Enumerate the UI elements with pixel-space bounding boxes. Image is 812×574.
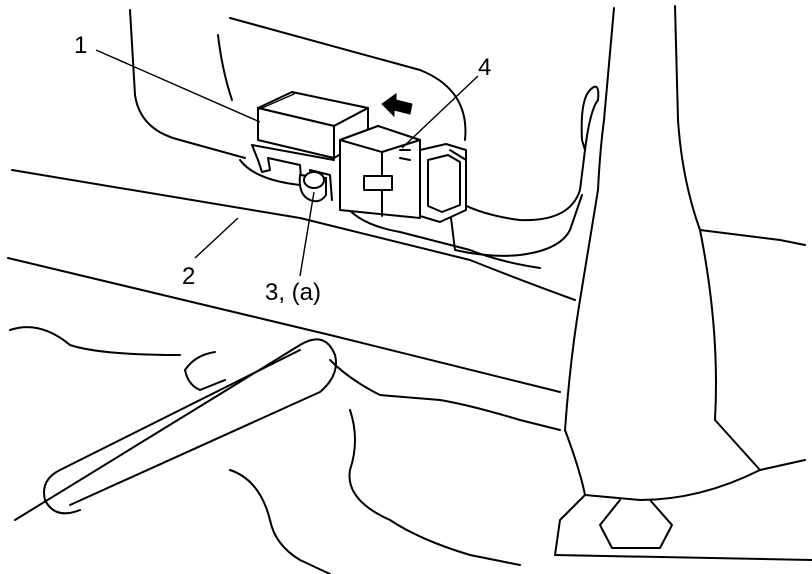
vertical-post	[554, 5, 812, 561]
leader-4	[401, 75, 479, 149]
callout-4: 4	[478, 54, 491, 81]
leader-2	[194, 217, 239, 259]
leader-lines	[95, 49, 479, 277]
leader-3	[299, 191, 315, 277]
frame-member	[7, 169, 576, 393]
lower-panel	[9, 326, 561, 574]
bolt	[298, 171, 327, 203]
connector	[339, 125, 467, 223]
callout-3a: 3, (a)	[265, 279, 321, 306]
direction-arrow	[381, 93, 413, 118]
leader-1	[95, 49, 261, 123]
body-panel	[129, 9, 541, 269]
grab-handle	[14, 338, 337, 521]
callout-2: 2	[182, 263, 195, 290]
wire-harness	[449, 85, 600, 257]
callout-1: 1	[74, 32, 87, 59]
